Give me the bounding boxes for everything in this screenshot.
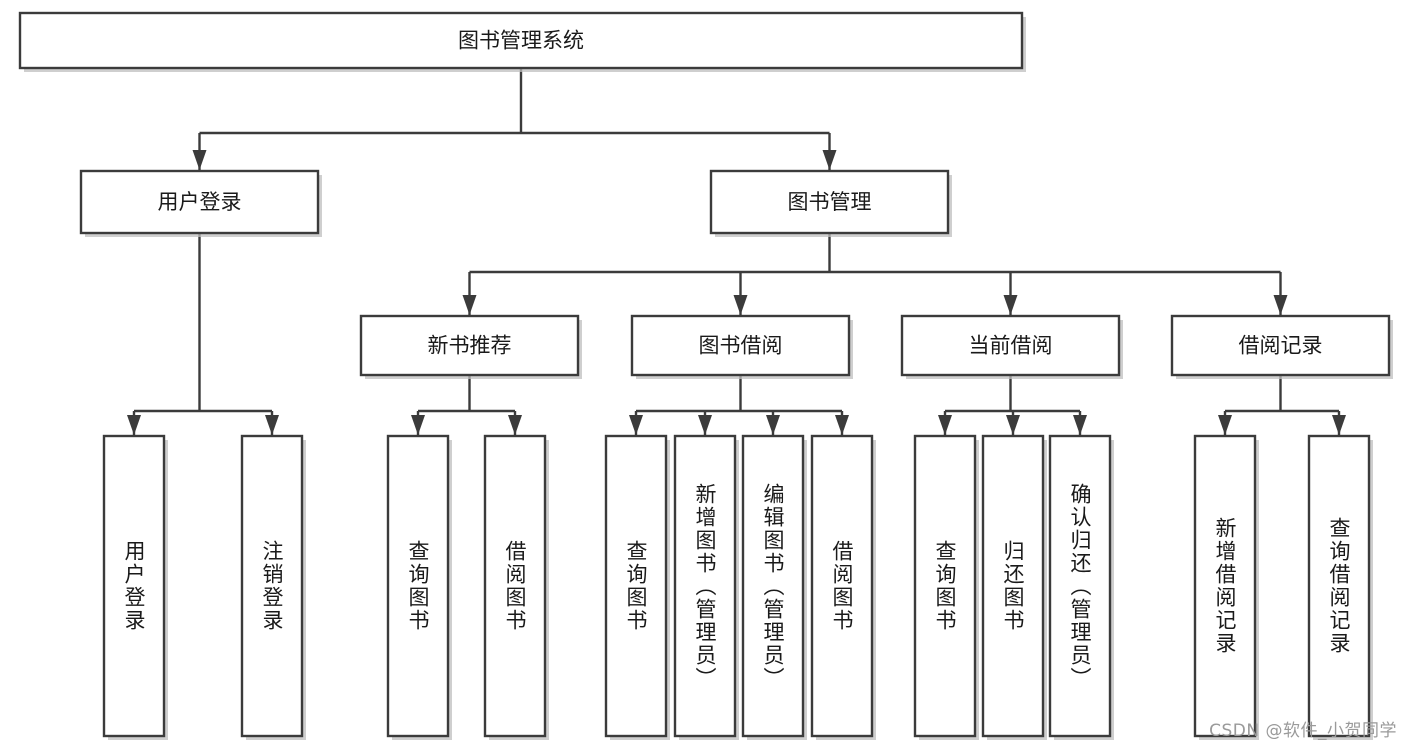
arrow-current-borrow-to-leaf-return-book [1006,415,1020,435]
node-book-manage-label: 图书管理 [788,190,872,214]
arrow-bookmanage-to-book-borrow [733,295,748,315]
arrow-borrow-record-to-leaf-add-record [1218,415,1232,435]
arrow-book-borrow-to-leaf-query-book-2 [629,415,643,435]
node-leaf-query-book-1[interactable] [386,434,450,738]
node-current-borrow-label: 当前借阅 [969,334,1053,358]
node-leaf-confirm-return[interactable] [1048,434,1112,738]
arrow-root-to-book-manage [822,150,837,170]
arrow-borrow-record-to-leaf-query-record [1332,415,1346,435]
node-leaf-user-logout[interactable] [240,434,304,738]
node-root[interactable] [18,11,1024,70]
node-new-book-recommend[interactable] [359,314,580,377]
arrow-book-borrow-to-leaf-borrow-book-2 [835,415,849,435]
watermark-text: CSDN @软件_小贺同学 [1209,721,1397,741]
node-leaf-borrow-book-1[interactable] [483,434,547,738]
node-current-borrow[interactable] [900,314,1121,377]
arrow-user-login-to-leaf-user-logout [265,415,279,435]
node-leaf-edit-book[interactable] [741,434,805,738]
node-borrow-record-label: 借阅记录 [1239,334,1323,358]
connector-layer [127,68,1346,435]
arrow-book-borrow-to-leaf-edit-book [766,415,780,435]
arrow-user-login-to-leaf-user-login [127,415,141,435]
arrow-bookmanage-to-new-book-recommend [462,295,477,315]
arrow-current-borrow-to-leaf-confirm-return [1073,415,1087,435]
node-book-borrow[interactable] [630,314,851,377]
arrow-new-book-recommend-to-leaf-borrow-book-1 [508,415,522,435]
arrow-root-to-user-login [192,150,207,170]
node-leaf-query-book-2[interactable] [604,434,668,738]
node-leaf-add-book[interactable] [673,434,737,738]
arrow-book-borrow-to-leaf-add-book [698,415,712,435]
node-leaf-user-login[interactable] [102,434,166,738]
node-borrow-record[interactable] [1170,314,1391,377]
node-user-login-label: 用户登录 [158,190,242,214]
node-root-label: 图书管理系统 [458,29,584,53]
node-book-manage[interactable] [709,169,950,235]
node-leaf-return-book[interactable] [981,434,1045,738]
node-new-book-recommend-label: 新书推荐 [428,334,512,358]
node-book-borrow-label: 图书借阅 [699,334,783,358]
arrow-bookmanage-to-borrow-record [1273,295,1288,315]
node-box-layer [18,11,1393,740]
node-leaf-query-record[interactable] [1307,434,1371,738]
arrow-new-book-recommend-to-leaf-query-book-1 [411,415,425,435]
node-leaf-add-record[interactable] [1193,434,1257,738]
node-leaf-borrow-book-2[interactable] [810,434,874,738]
node-user-login[interactable] [79,169,320,235]
arrow-bookmanage-to-current-borrow [1003,295,1018,315]
arrow-current-borrow-to-leaf-query-book-3 [938,415,952,435]
node-leaf-query-book-3[interactable] [913,434,977,738]
